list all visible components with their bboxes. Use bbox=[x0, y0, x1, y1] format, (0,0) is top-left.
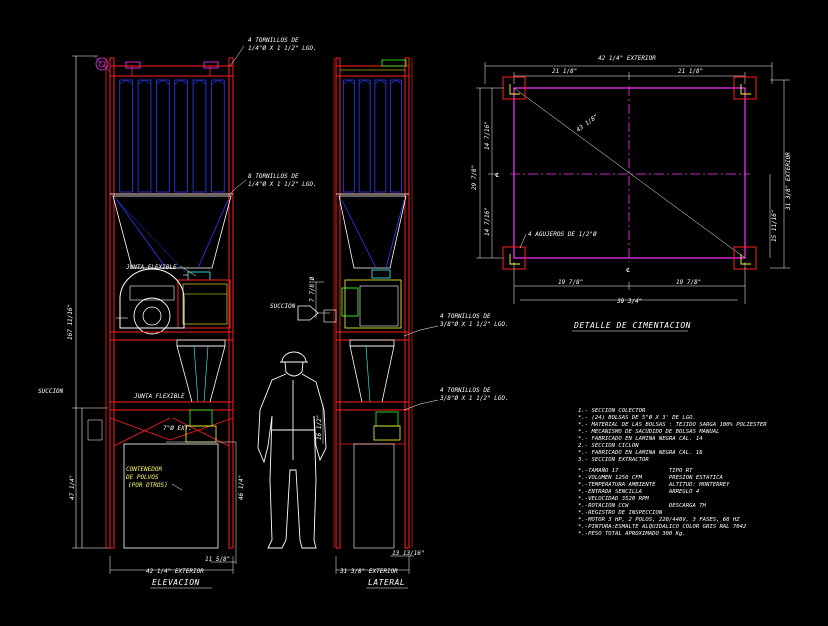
junta-flexible-label-2: JUNTA FLEXIBLE bbox=[133, 393, 185, 400]
callout-mid-2: 1/4"Ø X 1 1/2" LGO. bbox=[248, 181, 317, 188]
filter-bag-top bbox=[156, 79, 170, 85]
note-line: *.-ROTACION CCW DESCARGA TH bbox=[578, 503, 707, 509]
succion-arrow: SUCCION bbox=[270, 303, 330, 321]
note-line: *.-TAMAÑO 17 TIPO RT bbox=[578, 467, 693, 474]
junta-flexible-label: JUNTA FLEXIBLE bbox=[125, 264, 177, 271]
note-line: *.-VOLUMEN 1250 CFM PRESION ESTATICA bbox=[578, 475, 723, 481]
callout-lateral-1: 4 TORNILLOS DE bbox=[440, 313, 491, 320]
filter-bag bbox=[174, 79, 188, 193]
filter-bag bbox=[390, 79, 403, 193]
dim-bottom-small: 11 5/8" bbox=[205, 556, 230, 563]
lateral-title: LATERAL bbox=[368, 578, 405, 587]
filter-bag bbox=[358, 79, 371, 193]
filter-bag-top bbox=[211, 79, 225, 85]
filter-bag bbox=[192, 79, 207, 193]
note-line: *.- MATERIAL DE LAS BOLSAS : TEJIDO SARG… bbox=[578, 422, 767, 428]
note-line: *.- MECANISMO DE SACUDIDO DE BOLSAS MANU… bbox=[578, 429, 719, 435]
filter-bag bbox=[137, 79, 152, 193]
filter-bag-top bbox=[192, 79, 207, 85]
note-line: 3.- SECCION EXTRACTOR bbox=[577, 457, 649, 463]
note-line: *.-PINTURA:ESMALTE ALQUIDALICO COLOR GRI… bbox=[578, 524, 747, 530]
filter-bags-lateral bbox=[342, 79, 403, 193]
callout-top-2: 1/4"Ø X 1 1/2" LGO. bbox=[248, 45, 317, 52]
dim-right-outer: 31 3/8" EXTERIOR bbox=[785, 152, 792, 211]
callout-lateral-1b: 3/8"Ø X 1 1/2" LGO. bbox=[439, 321, 509, 328]
elevation-title: ELEVACION bbox=[152, 578, 200, 587]
filter-bag bbox=[156, 79, 170, 193]
callout-top: 4 TORNILLOS DE bbox=[248, 37, 299, 44]
container-label-1: CONTENEDOR bbox=[126, 466, 163, 473]
note-line: *.- FABRICADO EN LAMINA NEGRA CAL. 16 bbox=[578, 450, 703, 456]
dim-top: 42 1/4" EXTERIOR bbox=[598, 55, 656, 62]
dim-diag: 43 1/8" bbox=[575, 113, 600, 134]
note-line: *.-VELOCIDAD 3520 RPM bbox=[578, 496, 649, 502]
note-line: *.-REGISTRO DE INSPECCION bbox=[578, 510, 663, 516]
svg-text:SUCCION: SUCCION bbox=[270, 303, 296, 310]
dim-height: 167 11/16" bbox=[67, 304, 74, 340]
filter-bag-top bbox=[343, 79, 355, 85]
filter-bag-top bbox=[119, 79, 133, 85]
filter-bag-top bbox=[374, 79, 387, 85]
dim-bottom-lateral: 31 3/8" EXTERIOR bbox=[339, 568, 398, 575]
filter-bag bbox=[211, 79, 225, 193]
filter-bag-top bbox=[358, 79, 371, 85]
succion-left: SUCCION bbox=[38, 388, 64, 395]
elevation-view: 4 TORNILLOS DE 1/4"Ø X 1 1/2" LGO. 8 TOR… bbox=[38, 37, 317, 589]
callout-lateral-2: 4 TORNILLOS DE bbox=[440, 387, 491, 394]
filter-bag-top bbox=[137, 79, 152, 85]
dim-bottom-small-lateral: 13 13/16" bbox=[392, 550, 425, 557]
dim-left-bottom: 14 7/16" bbox=[484, 207, 491, 236]
callout-mid: 8 TORNILLOS DE bbox=[248, 173, 299, 180]
holes-label: 4 AGUJEROS DE 1/2"Ø bbox=[528, 231, 597, 238]
filter-bag bbox=[342, 79, 355, 193]
note-line: *.- FABRICADO EN LAMINA NEGRA CAL. 14 bbox=[578, 436, 703, 442]
dim-bottom: 42 1/4" EXTERIOR bbox=[146, 568, 204, 575]
note-line: *.-ENTRADA SENCILLA ARREGLO 4 bbox=[578, 489, 699, 495]
dim-right: 46 1/4" bbox=[238, 475, 245, 500]
filter-bag bbox=[374, 79, 387, 193]
dim-inlet: 7 7/8"Ø bbox=[309, 276, 316, 302]
filter-bag bbox=[119, 79, 133, 193]
dim-top-right: 21 1/8" bbox=[678, 68, 703, 75]
note-line: *.- (24) BOLSAS DE 5"Ø X 3' DE LGO. bbox=[578, 414, 696, 421]
note-line: 1.- SECCION COLECTOR bbox=[578, 408, 646, 414]
note-line: *.-PESO TOTAL APROXIMADO 300 Kg. bbox=[578, 531, 686, 537]
center-mark-left: ℄ bbox=[495, 172, 499, 179]
detalle-title: DETALLE DE CIMENTACION bbox=[573, 321, 691, 330]
dim-bottom-detail: 39 3/4" bbox=[616, 298, 642, 305]
callout-lateral-2b: 3/8"Ø X 1 1/2" LGO. bbox=[439, 395, 509, 402]
note-line: 2.- SECCION CICLON bbox=[578, 443, 639, 449]
ext-label: 7"Ø EXT. bbox=[163, 425, 192, 432]
note-line: *.-TEMPERATURA AMBIENTE ALTITUD: MONTERR… bbox=[578, 482, 730, 488]
filter-bags bbox=[119, 79, 225, 193]
human-figure bbox=[257, 351, 327, 549]
filter-bag-top bbox=[390, 79, 402, 85]
dim-bottom-left: 19 7/8" bbox=[558, 279, 583, 286]
dim-right-inner: 15 11/16" bbox=[771, 209, 778, 242]
container-label-3: (POR OTROS) bbox=[128, 482, 168, 489]
dim-left-top: 14 7/16" bbox=[484, 121, 491, 150]
dim-lower-lateral: 16 1/2" bbox=[316, 415, 323, 440]
notes-list: 1.- SECCION COLECTOR *.- (24) BOLSAS DE … bbox=[577, 408, 767, 537]
note-line: *.-MOTOR 3 HP, 2 POLOS, 220/440V, 3 FASE… bbox=[578, 517, 740, 523]
dim-top-left: 21 1/8" bbox=[552, 68, 577, 75]
filter-bag-top bbox=[174, 79, 188, 85]
dim-left-outer: 29 7/8" bbox=[471, 165, 478, 190]
dim-lower: 47 1/4" bbox=[69, 475, 76, 500]
dim-bottom-right: 19 7/8" bbox=[676, 279, 701, 286]
container-label-2: DE POLVOS bbox=[125, 474, 159, 481]
center-mark-bottom: ℄ bbox=[626, 267, 630, 274]
foundation-detail: 42 1/4" EXTERIOR 21 1/8" 21 1/8" 43 1/8"… bbox=[471, 55, 792, 332]
lateral-view: 7 7/8"Ø 16 1/2" 4 TORNILLOS DE 3/8"Ø X 1… bbox=[309, 57, 509, 589]
